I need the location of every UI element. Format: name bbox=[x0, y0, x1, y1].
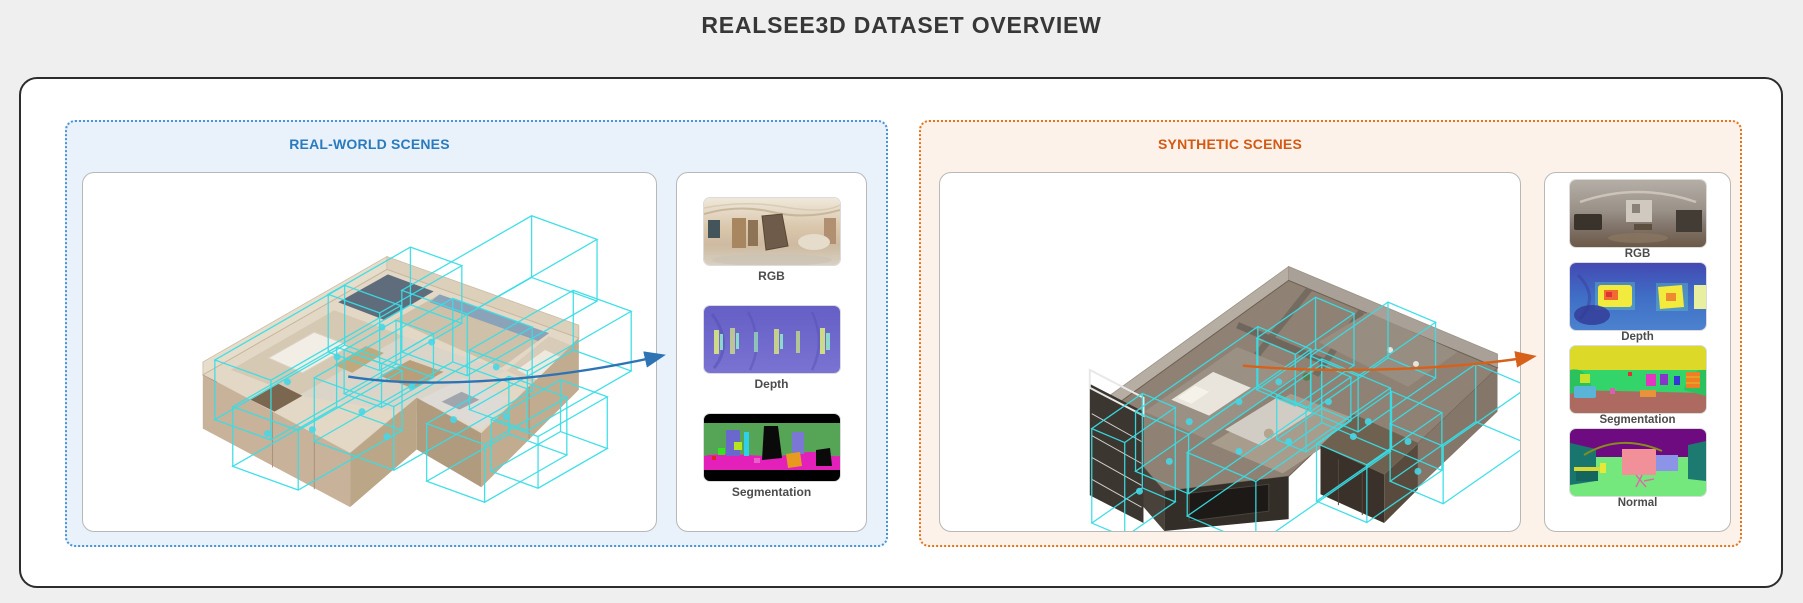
synthetic-scenes-panel: SYNTHETIC SCENES bbox=[919, 120, 1742, 547]
synthetic-normal-thumb: Normal bbox=[1569, 429, 1706, 509]
real-segmentation-thumb: Segmentation bbox=[703, 414, 840, 499]
real-world-scenes-panel: REAL-WORLD SCENES bbox=[65, 120, 888, 547]
real-world-modalities-card: RGB bbox=[676, 172, 867, 532]
modality-label-depth: Depth bbox=[1621, 331, 1654, 343]
real-segmentation-panorama-image bbox=[703, 414, 840, 481]
synthetic-segmentation-panorama-image bbox=[1569, 346, 1706, 413]
synthetic-depth-panorama-image bbox=[1569, 263, 1706, 330]
synthetic-3d-dollhouse bbox=[1088, 265, 1520, 531]
real-rgb-panorama-image bbox=[703, 198, 840, 265]
synthetic-panel-title: SYNTHETIC SCENES bbox=[1158, 136, 1302, 152]
real-world-scene-card bbox=[82, 172, 657, 532]
real-depth-thumb: Depth bbox=[703, 306, 840, 391]
synthetic-rgb-panorama-image bbox=[1569, 180, 1706, 247]
modality-label-rgb: RGB bbox=[758, 269, 785, 283]
synthetic-scene-card bbox=[939, 172, 1521, 532]
synthetic-rgb-thumb: RGB bbox=[1569, 180, 1706, 260]
modality-label-normal: Normal bbox=[1617, 497, 1658, 509]
modality-label-segmentation: Segmentation bbox=[731, 485, 812, 499]
modality-label-depth: Depth bbox=[754, 377, 789, 391]
synthetic-segmentation-thumb: Segmentation bbox=[1569, 346, 1706, 426]
real-world-3d-dollhouse bbox=[201, 215, 633, 508]
modality-label-rgb: RGB bbox=[1624, 248, 1651, 260]
synthetic-modalities-card: RGB bbox=[1544, 172, 1731, 532]
real-depth-panorama-image bbox=[703, 306, 840, 373]
real-rgb-thumb: RGB bbox=[703, 198, 840, 283]
synthetic-depth-thumb: Depth bbox=[1569, 263, 1706, 343]
figure-frame: REAL-WORLD SCENES bbox=[19, 77, 1783, 588]
page-title: REALSEE3D DATASET OVERVIEW bbox=[701, 12, 1102, 38]
real-world-panel-title: REAL-WORLD SCENES bbox=[289, 136, 450, 152]
synthetic-panorama-dots bbox=[1136, 378, 1422, 495]
modality-label-segmentation: Segmentation bbox=[1599, 414, 1676, 426]
synthetic-normal-panorama-image bbox=[1569, 429, 1706, 496]
